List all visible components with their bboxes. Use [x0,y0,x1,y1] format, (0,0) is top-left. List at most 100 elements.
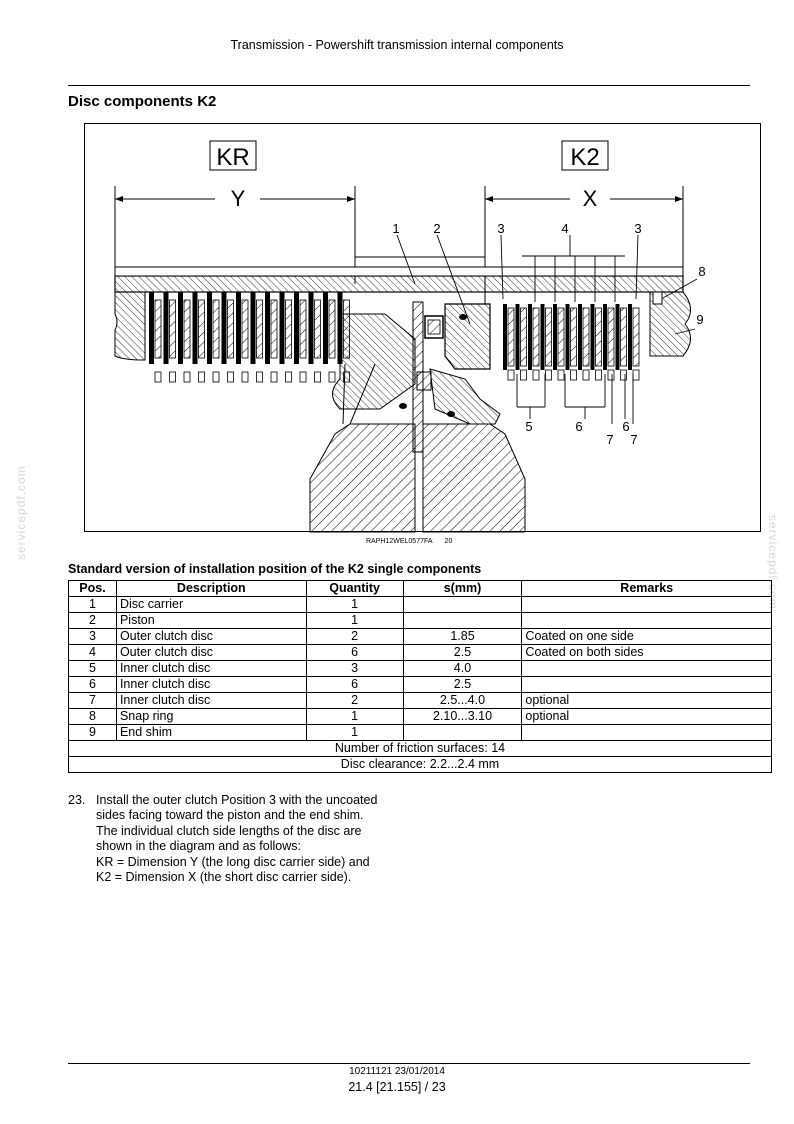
cell-quantity: 3 [305,660,404,677]
kr-inner-disc [192,292,198,364]
callout-7-right: 7 [630,432,637,447]
clutch-diagram: KR K2 Y X [84,123,761,533]
cell-s [402,724,523,741]
left-housing [114,291,146,361]
dim-x-label: X [583,186,598,211]
kr-label: KR [216,144,249,171]
kr-inner-disc [236,292,241,364]
seal-lower [416,371,432,391]
kr-outer-disc [183,299,191,359]
step-line: K2 = Dimension X (the short disc carrier… [96,870,352,885]
dim-x-arrow-left [485,196,493,202]
cell-pos: 8 [68,708,117,725]
kr-outer-disc [154,299,162,359]
k2-disc-tab [595,369,602,381]
cell-pos: 9 [68,724,117,741]
cell-s: 2.5 [402,644,523,661]
page-header: Transmission - Powershift transmission i… [230,38,564,52]
kr-inner-disc [265,292,270,364]
k2-inner-disc [545,307,552,367]
k2-disc-tab [507,369,515,381]
k2-disc-tab [545,369,552,381]
kr-disc-tab [314,371,321,383]
callout-4: 4 [561,221,568,236]
figure-caption-code: RAPH12WEL0577FA [366,538,433,545]
k2-label-box [561,140,609,171]
kr-inner-disc [323,292,328,364]
kr-disc-tab [328,371,336,383]
cell-quantity: 1 [305,708,404,725]
header-rule [68,85,750,86]
step-text: Install the outer clutch Position 3 with… [96,793,410,885]
k2-outer-disc [565,304,570,370]
kr-disc-tab [299,371,307,383]
figure-caption-number: 20 [444,538,453,545]
k2-disc-tab [632,369,640,381]
callout-2: 2 [433,221,440,236]
dim-y-arrow-right [347,196,355,202]
footer-rule [68,1063,750,1064]
cell-remarks [521,724,772,741]
kr-inner-disc [308,292,314,364]
cell-quantity: 2 [305,628,404,645]
kr-disc-tab [154,371,162,383]
k2-outer-disc [628,304,632,370]
table-row-friction: Number of friction surfaces: 14 [68,740,772,757]
kr-outer-disc [169,299,176,359]
section-title: Disc components K2 [68,93,217,110]
kr-outer-disc [314,299,321,359]
k2-inner-disc [595,307,602,367]
cell-s: 2.10...3.10 [402,708,523,725]
kr-outer-disc [198,299,205,359]
cell-pos: 1 [68,596,117,613]
k2-disc-tab [607,369,615,381]
cell-remarks: Coated on both sides [521,644,772,661]
kr-outer-disc [285,299,292,359]
step-line: Install the outer clutch Position 3 with… [96,793,378,807]
kr-inner-disc [163,292,169,364]
cell-pos: 6 [68,676,117,693]
cell-s [402,612,523,629]
k2-disc-tab [557,369,565,381]
callout-6-right: 6 [622,419,629,434]
kr-inner-disc [294,292,299,364]
dim-y-label: Y [231,186,246,211]
cell-remarks [521,596,772,613]
kr-disc-tab [183,371,191,383]
cell-s: 2.5...4.0 [402,692,523,709]
k2-inner-disc [507,307,515,367]
cell-remarks: Coated on one side [521,628,772,645]
kr-disc-tab [285,371,292,383]
k2-disc-tab [620,369,627,381]
kr-disc-tab [198,371,205,383]
kr-outer-disc [256,299,263,359]
kr-inner-disc [178,292,183,364]
cell-quantity: 1 [305,724,404,741]
cell-description: Disc carrier [115,596,307,613]
k2-outer-disc [553,304,557,370]
disc-carrier-top [114,266,684,277]
friction-surfaces: Number of friction surfaces: 14 [68,740,772,757]
col-header-quantity: Quantity [305,580,404,597]
step-line: KR = Dimension Y (the long disc carrier … [96,854,370,869]
lower-shaft-left [309,423,416,533]
kr-outer-disc [212,299,220,359]
k2-outer-disc [528,304,532,370]
kr-disc-tab [212,371,220,383]
dim-x-arrow-right [675,196,683,202]
cell-s: 2.5 [402,676,523,693]
cell-quantity: 6 [305,644,404,661]
col-header-pos: Pos. [68,580,117,597]
k2-inner-disc [607,307,615,367]
k2-outer-disc [540,304,545,370]
kr-disc-tab [241,371,249,383]
cell-s: 4.0 [402,660,523,677]
table-title: Standard version of installation positio… [68,562,482,576]
instruction-step: 23. Install the outer clutch Position 3 … [68,793,410,885]
